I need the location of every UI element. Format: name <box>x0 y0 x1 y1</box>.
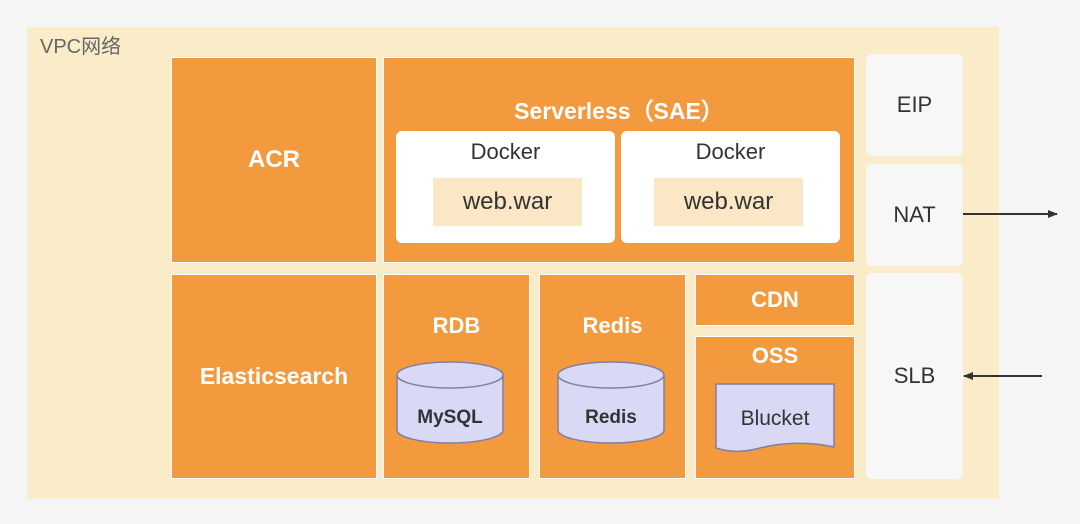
rdb-title: RDB <box>432 313 481 338</box>
redis-database-icon: Redis <box>557 361 665 444</box>
docker-container-1: Docker web.war <box>396 131 615 243</box>
acr-box: ACR <box>171 57 377 263</box>
nat-box: NAT <box>866 164 963 266</box>
mysql-label: MySQL <box>417 407 483 428</box>
sae-box: Serverless（SAE） Docker web.war Docker we… <box>383 57 855 263</box>
docker-container-2: Docker web.war <box>621 131 840 243</box>
bucket-document-icon: Blucket <box>715 383 835 453</box>
acr-label: ACR <box>248 146 300 173</box>
elasticsearch-label: Elasticsearch <box>199 363 349 389</box>
bucket-label: Blucket <box>741 407 810 430</box>
webwar-artifact: web.war <box>654 178 803 226</box>
webwar-artifact: web.war <box>433 178 582 226</box>
mysql-database-icon: MySQL <box>396 361 504 444</box>
docker-label: Docker <box>470 139 541 164</box>
redis-db-label: Redis <box>585 407 637 428</box>
cdn-box: CDN <box>695 274 855 326</box>
oss-title: OSS <box>751 343 799 368</box>
redis-title: Redis <box>582 313 643 338</box>
docker-label: Docker <box>695 139 766 164</box>
slb-box: SLB <box>866 273 963 479</box>
eip-box: EIP <box>866 54 963 156</box>
elasticsearch-box: Elasticsearch <box>171 274 377 479</box>
cdn-label: CDN <box>751 287 799 312</box>
vpc-label: VPC网络 <box>40 36 122 58</box>
sae-title: Serverless（SAE） <box>514 98 724 124</box>
